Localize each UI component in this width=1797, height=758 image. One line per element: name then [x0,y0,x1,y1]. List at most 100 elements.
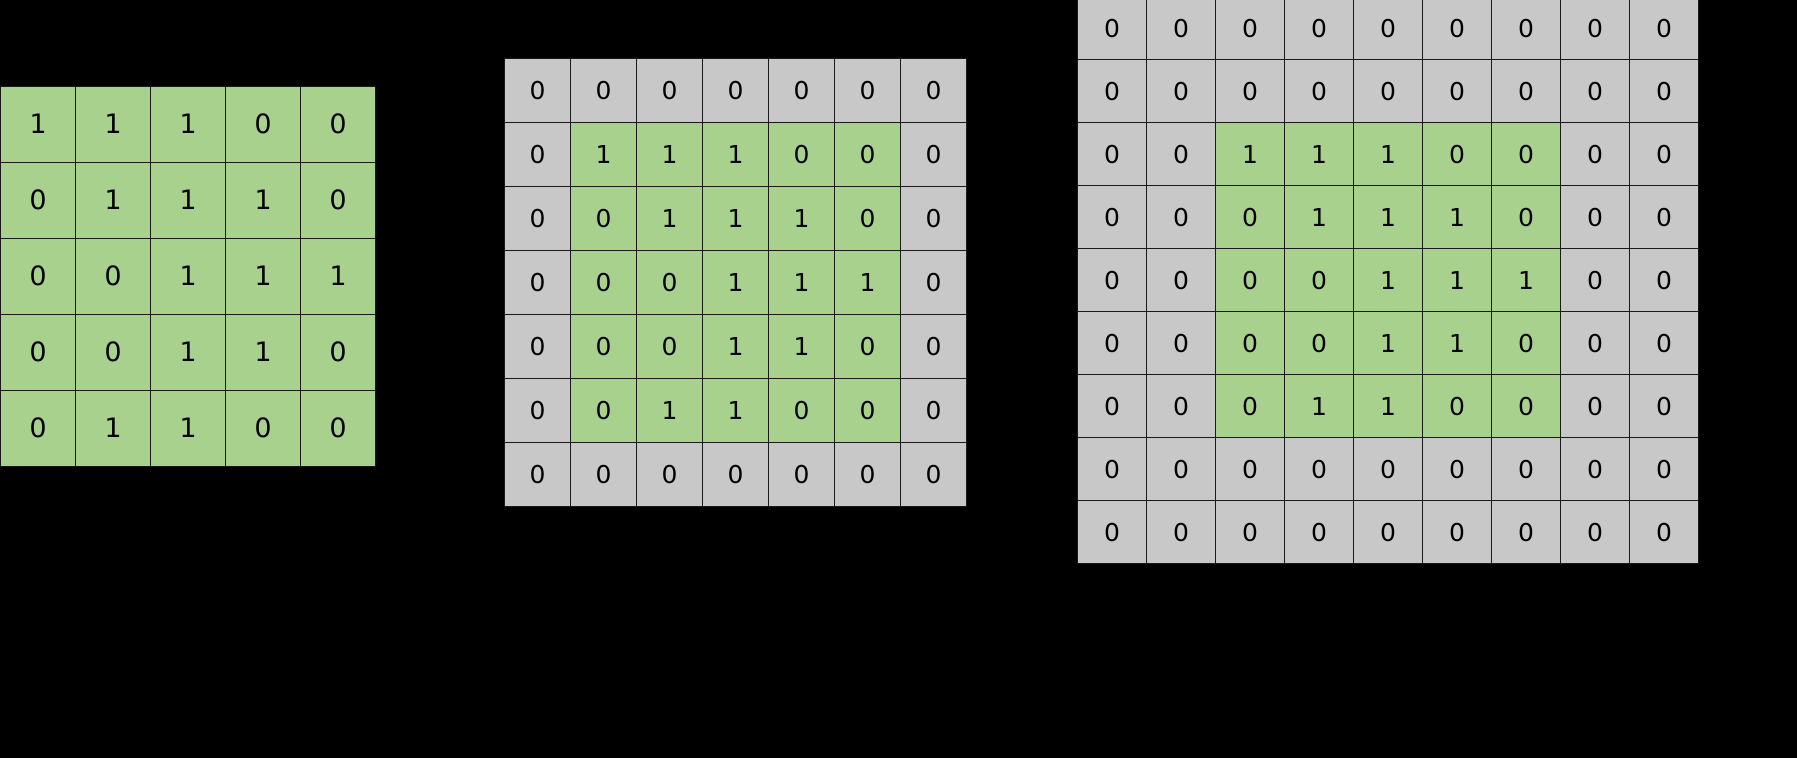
matrix-padding-cell: 0 [1560,374,1630,438]
matrix-data-cell: 0 [570,186,637,251]
matrix-data-cell: 0 [225,86,301,163]
matrix-data-cell: 0 [570,314,637,379]
matrix-padding-cell: 0 [900,314,967,379]
matrix-data-cell: 0 [300,86,376,163]
matrix-data-cell: 0 [1284,248,1354,312]
matrix-padding-cell: 0 [900,442,967,507]
matrix-data-cell: 0 [834,186,901,251]
matrix-padding-cell: 0 [1629,0,1699,60]
matrix-data-cell: 1 [1422,311,1492,375]
matrix-padding-cell: 0 [570,58,637,123]
matrix-padding-cell: 0 [900,250,967,315]
matrix-data-cell: 0 [300,162,376,239]
matrix-data-cell: 0 [75,314,151,391]
matrix-padding-cell: 0 [1146,185,1216,249]
matrix-padding-cell: 0 [1560,59,1630,123]
matrix-data-cell: 1 [1353,185,1423,249]
matrix-data-cell: 1 [768,314,835,379]
matrix-padding-cell: 0 [1491,500,1561,564]
matrix-data-cell: 0 [0,238,76,315]
matrix-padding-cell: 0 [768,442,835,507]
matrix-data-cell: 1 [702,250,769,315]
matrix-padding-cell: 0 [636,58,703,123]
matrix-data-cell: 0 [0,390,76,467]
matrix-padding-cell: 0 [504,58,571,123]
matrix-data-cell: 1 [75,162,151,239]
matrix-padding-cell: 0 [1215,500,1285,564]
matrix-data-cell: 1 [225,314,301,391]
matrix-data-cell: 1 [570,122,637,187]
matrix-data-cell: 0 [1215,185,1285,249]
matrix-padding-cell: 0 [1560,0,1630,60]
matrix-padding-cell: 0 [1629,122,1699,186]
matrix-padding-cell: 0 [1560,185,1630,249]
matrix-padding-cell: 0 [1077,59,1147,123]
matrix-data-cell: 0 [1215,374,1285,438]
matrix-padding-cell: 0 [834,442,901,507]
matrix-padding-cell: 0 [900,378,967,443]
matrix-data-cell: 1 [702,186,769,251]
matrix-data-cell: 0 [1491,122,1561,186]
matrix-data-cell: 1 [702,122,769,187]
matrix-padding-cell: 0 [1284,59,1354,123]
matrix-padding-cell: 0 [1422,59,1492,123]
matrix-padding-cell: 0 [1353,0,1423,60]
matrix-padding-cell: 0 [1215,0,1285,60]
matrix-padding-cell: 0 [504,442,571,507]
matrix-padding-cell: 0 [1146,0,1216,60]
matrix-padding-cell: 0 [504,250,571,315]
matrix-data-cell: 0 [1215,311,1285,375]
matrix-data-cell: 0 [300,314,376,391]
matrix-data-cell: 0 [0,314,76,391]
matrix-padding-cell: 0 [834,58,901,123]
matrix-data-cell: 0 [1284,311,1354,375]
matrix-padding-cell: 0 [1077,0,1147,60]
matrix-data-cell: 1 [1353,311,1423,375]
matrix-data-cell: 0 [1215,248,1285,312]
matrix-data-cell: 0 [1491,185,1561,249]
matrix-padding-cell: 0 [1077,248,1147,312]
matrix-data-cell: 1 [636,122,703,187]
matrix-data-cell: 1 [300,238,376,315]
matrix-padding-cell: 0 [768,58,835,123]
matrix-padding-cell: 0 [900,186,967,251]
matrix-padding-cell: 0 [1215,437,1285,501]
matrix-data-cell: 0 [570,250,637,315]
matrix-data-cell: 1 [0,86,76,163]
matrix-data-cell: 1 [150,162,226,239]
matrix-data-cell: 1 [75,390,151,467]
matrix-padding-cell: 0 [1629,185,1699,249]
matrix-padding-cell: 0 [1422,437,1492,501]
matrix-padding-cell: 0 [1284,437,1354,501]
matrix-padding-cell: 0 [1284,0,1354,60]
matrix-padding-cell: 0 [1146,374,1216,438]
matrix-data-cell: 1 [150,86,226,163]
matrix-data-cell: 0 [636,314,703,379]
matrix-padding-cell: 0 [1146,59,1216,123]
matrix-data-cell: 1 [1422,185,1492,249]
matrix-padding-cell: 0 [1077,500,1147,564]
matrix-data-cell: 1 [150,238,226,315]
matrix-data-cell: 1 [636,186,703,251]
matrix-data-cell: 1 [1353,374,1423,438]
matrix-data-cell: 0 [1491,311,1561,375]
matrix-padding-cell: 0 [900,58,967,123]
matrix-data-cell: 0 [75,238,151,315]
matrix-data-cell: 0 [834,122,901,187]
matrix-padding-cell: 0 [1215,59,1285,123]
matrix-data-cell: 0 [834,378,901,443]
matrix-data-cell: 1 [150,390,226,467]
matrix-data-cell: 1 [75,86,151,163]
